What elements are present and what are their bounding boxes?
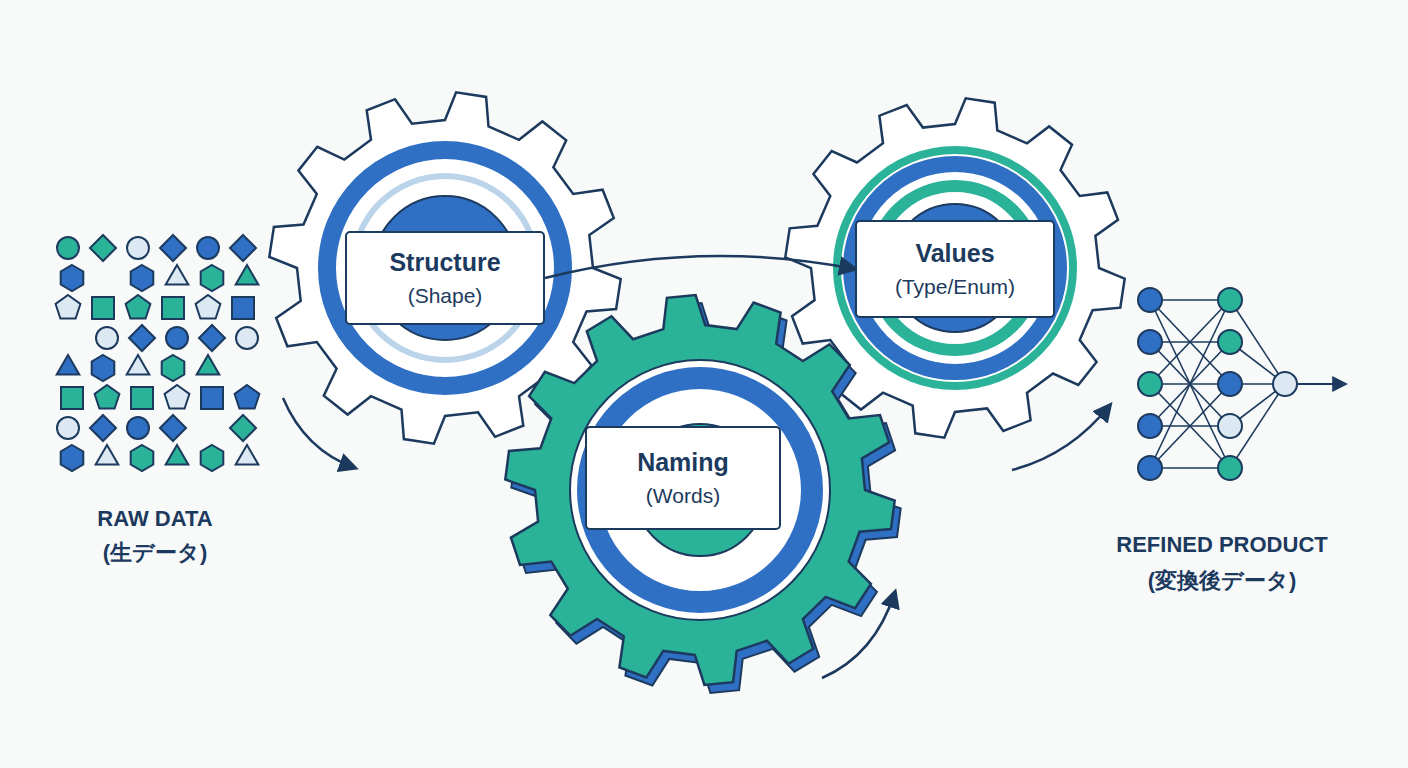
raw-shape: [236, 265, 259, 285]
network-node: [1218, 372, 1242, 396]
raw-shape: [162, 297, 184, 319]
raw-shape: [160, 415, 186, 441]
values-label-box: Values (Type/Enum): [855, 220, 1055, 318]
raw-shape: [162, 355, 185, 381]
raw-shape: [235, 385, 260, 409]
network-node: [1138, 414, 1162, 438]
rotation-arrow: [822, 592, 895, 678]
gear-title: Naming: [637, 447, 729, 478]
raw-shape: [57, 237, 79, 259]
raw-shape: [90, 415, 116, 441]
raw-shape: [131, 445, 154, 471]
raw-shape: [166, 265, 189, 285]
gear-subtitle: (Type/Enum): [895, 273, 1015, 300]
raw-shape: [92, 355, 115, 381]
raw-shape: [201, 387, 223, 409]
raw-shape: [197, 355, 220, 375]
naming-label-box: Naming (Words): [585, 426, 781, 530]
network-node: [1138, 330, 1162, 354]
structure-label-box: Structure (Shape): [345, 231, 545, 325]
raw-data-shapes: [56, 235, 260, 471]
gear-ring: [570, 360, 830, 620]
refined-product-label-ja: (変換後データ): [1148, 566, 1297, 596]
raw-shape: [199, 325, 225, 351]
raw-shape: [61, 387, 83, 409]
network-node: [1218, 288, 1242, 312]
raw-shape: [166, 327, 188, 349]
raw-shape: [96, 327, 118, 349]
gear-ring: [837, 150, 1073, 386]
raw-shape: [230, 415, 256, 441]
raw-shape: [196, 295, 221, 319]
rotation-arrow: [1012, 405, 1110, 470]
raw-shape: [95, 385, 120, 409]
raw-data-label-ja: (生データ): [103, 538, 208, 568]
rotation-arrow: [283, 398, 355, 468]
raw-shape: [61, 445, 84, 471]
raw-shape: [90, 235, 116, 261]
raw-shape: [236, 327, 258, 349]
gear-ring: [851, 164, 1059, 372]
network-node: [1138, 456, 1162, 480]
raw-shape: [230, 235, 256, 261]
raw-shape: [160, 235, 186, 261]
raw-shape: [197, 237, 219, 259]
network-icon: [1138, 288, 1345, 480]
gear-title: Structure: [389, 247, 500, 278]
network-node: [1218, 414, 1242, 438]
network-output: [1297, 383, 1345, 385]
raw-shape: [61, 265, 84, 291]
gear-title: Values: [915, 238, 994, 269]
raw-shape: [127, 417, 149, 439]
raw-shape: [127, 355, 150, 375]
gear: [505, 295, 894, 685]
raw-shape: [166, 445, 189, 465]
raw-shape: [129, 325, 155, 351]
gear-subtitle: (Words): [646, 482, 720, 509]
flow-arrow: [545, 256, 855, 278]
raw-shape: [57, 355, 80, 375]
raw-shape: [127, 237, 149, 259]
raw-shape: [92, 297, 114, 319]
gear-subtitle: (Shape): [408, 282, 483, 309]
gear-ring: [327, 150, 563, 386]
raw-shape: [126, 295, 151, 319]
raw-shape: [201, 445, 224, 471]
raw-data-label: RAW DATA: [97, 506, 212, 532]
network-node: [1138, 288, 1162, 312]
raw-shape: [131, 265, 154, 291]
raw-shape: [232, 297, 254, 319]
refined-product-label: REFINED PRODUCT: [1116, 532, 1327, 558]
network-node: [1138, 372, 1162, 396]
network-node: [1273, 372, 1297, 396]
network-node: [1218, 330, 1242, 354]
network-node: [1218, 456, 1242, 480]
raw-shape: [201, 265, 224, 291]
raw-shape: [56, 295, 81, 319]
gear-group: [269, 92, 1124, 693]
raw-shape: [96, 445, 119, 465]
raw-shape: [165, 385, 190, 409]
raw-shape: [131, 387, 153, 409]
raw-shape: [57, 417, 79, 439]
raw-shape: [236, 445, 259, 465]
